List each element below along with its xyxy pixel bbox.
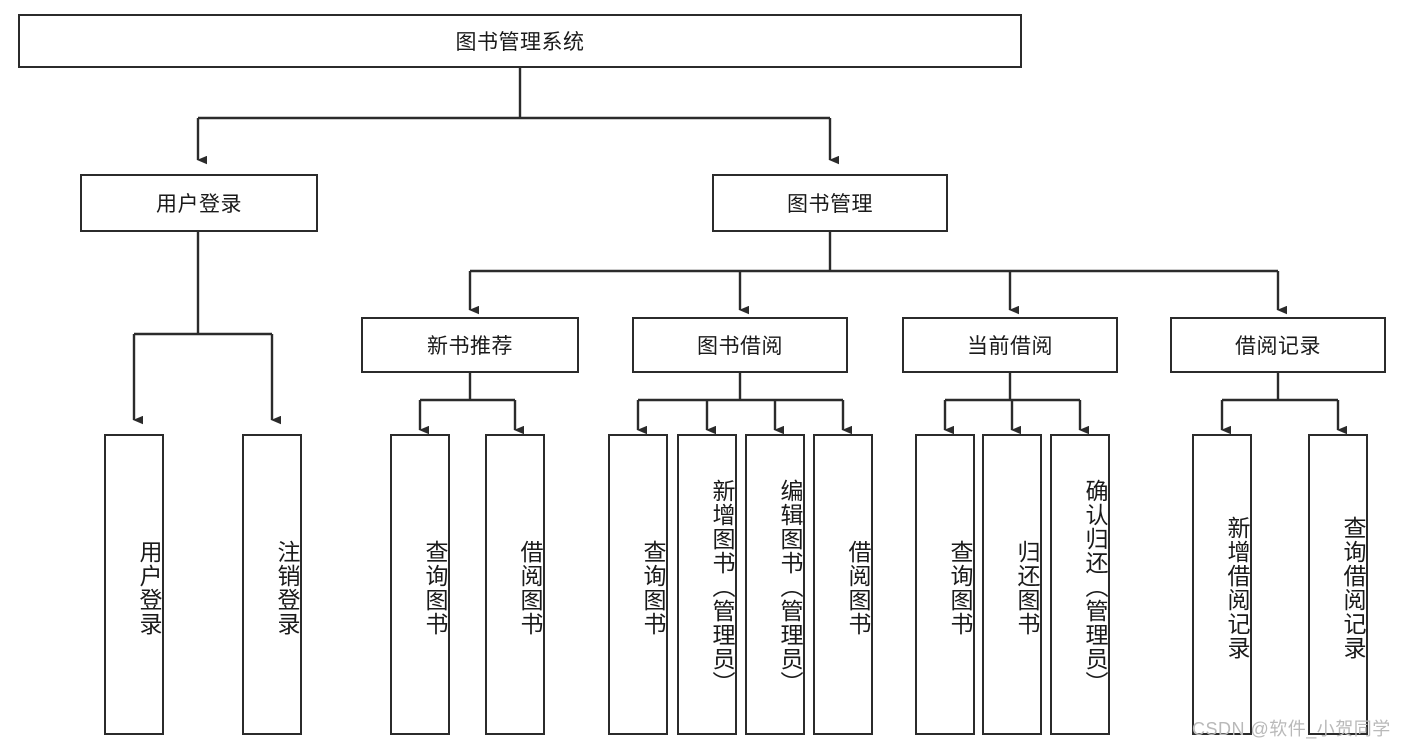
node-label: 借阅记录 (1235, 335, 1321, 358)
node-label: 用户登录 (156, 193, 242, 216)
node-label: 图书借阅 (697, 335, 783, 358)
leaf-query-books-new[interactable]: 查询图书 (390, 434, 450, 735)
node-label: 查询图书 (640, 539, 666, 636)
leaf-add-book-admin[interactable]: 新增图书（管理员） (677, 434, 737, 735)
leaf-logout[interactable]: 注销登录 (242, 434, 302, 735)
node-label: 借阅图书 (845, 539, 871, 636)
leaf-add-borrow-record[interactable]: 新增借阅记录 (1192, 434, 1252, 735)
node-label: 新增借阅记录 (1224, 515, 1250, 660)
node-root-book-management-system[interactable]: 图书管理系统 (18, 14, 1022, 68)
node-label: 新书推荐 (427, 335, 513, 358)
leaf-borrow-books-new[interactable]: 借阅图书 (485, 434, 545, 735)
leaf-confirm-return-admin[interactable]: 确认归还（管理员） (1050, 434, 1110, 735)
leaf-edit-book-admin[interactable]: 编辑图书（管理员） (745, 434, 805, 735)
node-label: 归还图书 (1014, 539, 1040, 636)
node-label: 查询图书 (422, 539, 448, 636)
leaf-query-books-current[interactable]: 查询图书 (915, 434, 975, 735)
leaf-user-login[interactable]: 用户登录 (104, 434, 164, 735)
node-label: 查询借阅记录 (1340, 515, 1366, 660)
node-label: 确认归还（管理员） (1082, 478, 1108, 695)
node-borrowing-records[interactable]: 借阅记录 (1170, 317, 1386, 373)
node-label: 借阅图书 (517, 539, 543, 636)
node-book-management[interactable]: 图书管理 (712, 174, 948, 232)
leaf-query-books-borrow[interactable]: 查询图书 (608, 434, 668, 735)
node-label: 用户登录 (136, 539, 162, 636)
leaf-borrow-books[interactable]: 借阅图书 (813, 434, 873, 735)
node-label: 图书管理系统 (455, 31, 585, 54)
node-new-book-recommendation[interactable]: 新书推荐 (361, 317, 579, 373)
node-label: 编辑图书（管理员） (777, 478, 803, 695)
node-label: 新增图书（管理员） (709, 478, 735, 695)
node-user-login[interactable]: 用户登录 (80, 174, 318, 232)
node-label: 当前借阅 (967, 335, 1053, 358)
csdn-watermark: CSDN @软件_小贺同学 (1192, 719, 1391, 739)
node-book-borrowing[interactable]: 图书借阅 (632, 317, 848, 373)
node-current-borrowing[interactable]: 当前借阅 (902, 317, 1118, 373)
node-label: 查询图书 (947, 539, 973, 636)
leaf-return-books[interactable]: 归还图书 (982, 434, 1042, 735)
node-label: 注销登录 (274, 539, 300, 636)
node-label: 图书管理 (787, 193, 873, 216)
leaf-query-borrow-record[interactable]: 查询借阅记录 (1308, 434, 1368, 735)
